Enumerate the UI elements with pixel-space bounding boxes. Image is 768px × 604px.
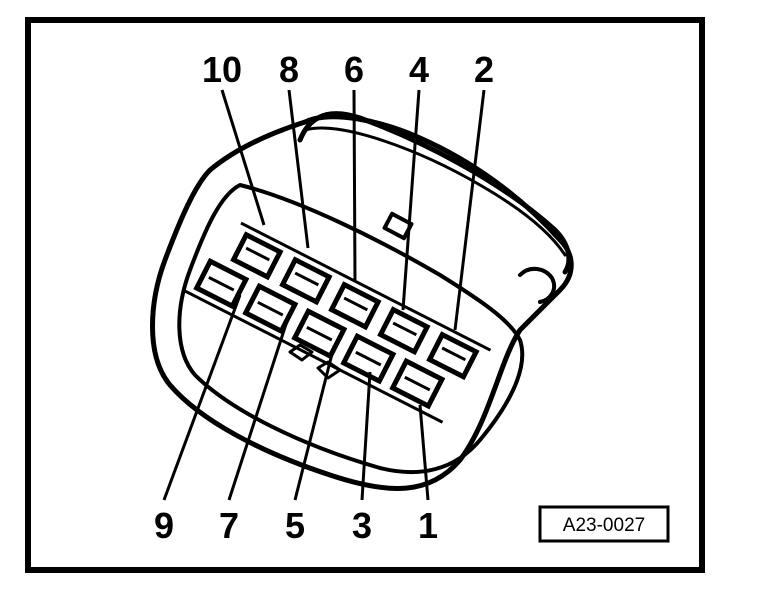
leader-7 — [227, 317, 290, 501]
pin-label-6: 6 — [344, 49, 364, 90]
leader-8 — [287, 89, 310, 249]
pin-label-10: 10 — [202, 49, 242, 90]
cavity-8 — [279, 256, 333, 306]
leader-3 — [360, 371, 372, 501]
connector-housing — [150, 111, 574, 491]
pin-label-8: 8 — [279, 49, 299, 90]
cavity-1 — [389, 357, 446, 410]
leader-2 — [453, 89, 486, 331]
cavity-7 — [242, 282, 299, 335]
pin-label-5: 5 — [285, 505, 305, 546]
leader-4 — [401, 89, 421, 311]
cavity-2 — [426, 331, 480, 381]
reference-code: A23-0027 — [563, 515, 645, 536]
cavity-10 — [230, 231, 284, 281]
cavity-4 — [377, 306, 431, 356]
leader-lines — [162, 89, 486, 501]
leader-5 — [293, 345, 336, 501]
leader-10 — [220, 89, 266, 226]
cavity-6 — [328, 281, 382, 331]
pin-label-9: 9 — [154, 505, 174, 546]
pin-label-3: 3 — [352, 505, 372, 546]
pin-label-4: 4 — [409, 49, 429, 90]
reference-code-box — [538, 505, 670, 543]
cavity-5 — [291, 307, 348, 360]
leader-6 — [352, 89, 357, 283]
pin-cavity-grid — [183, 221, 492, 424]
leader-1 — [418, 404, 430, 501]
pin-label-2: 2 — [474, 49, 494, 90]
cavity-9 — [193, 257, 250, 310]
leader-9 — [162, 294, 242, 501]
cavity-3 — [340, 332, 397, 385]
pin-label-7: 7 — [219, 505, 239, 546]
pin-label-1: 1 — [418, 505, 438, 546]
figure-frame — [25, 17, 705, 573]
